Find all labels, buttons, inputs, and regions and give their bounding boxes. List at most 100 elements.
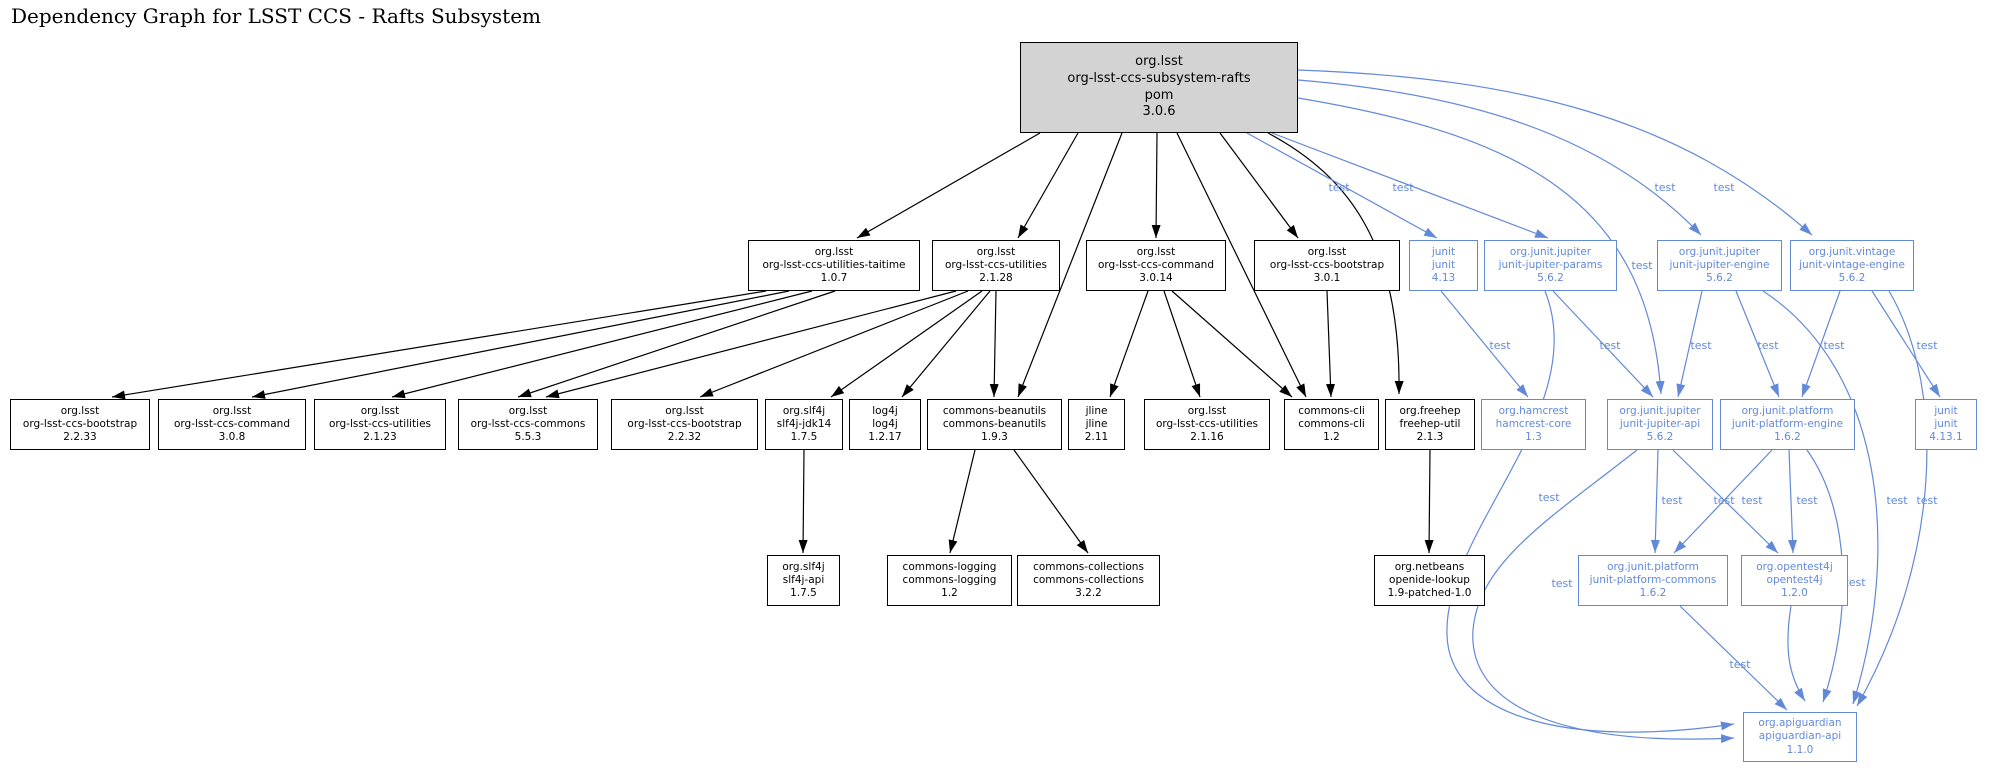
edge-label-engine562-japi: test: [1690, 339, 1712, 352]
node-commons553-group: org.lsst: [508, 404, 548, 417]
node-japi-group: org.junit.jupiter: [1619, 404, 1701, 417]
node-hamcrest-artifact: hamcrest-core: [1495, 417, 1572, 430]
node-ccollections-group: commons-collections: [1033, 560, 1144, 573]
edge-root-beanutils: [1017, 132, 1123, 398]
node-hamcrest-group: org.hamcrest: [1498, 404, 1569, 417]
node-ccollections-artifact: commons-collections: [1033, 573, 1144, 586]
node-jline-version: 2.11: [1084, 431, 1109, 444]
edge-root-taitime: [856, 132, 1041, 239]
edge-root-engine562: [1297, 79, 1702, 236]
edge-label-junit413-hamcrest: test: [1489, 339, 1511, 352]
node-slf4japi-version: 1.7.5: [790, 587, 817, 600]
node-openide-version: 1.9-patched-1.0: [1387, 587, 1472, 600]
edge-japi-pcommons: [1650, 449, 1660, 554]
edge-vintage-junit4131: [1871, 290, 1941, 398]
edge-label-root-junit413: test: [1328, 181, 1350, 194]
edge-label-engine562-apiguardian: test: [1886, 494, 1908, 507]
edge-label-pengine-apiguardian: test: [1844, 576, 1866, 589]
node-beanutils-version: 1.9.3: [981, 431, 1008, 444]
node-boot301-version: 3.0.1: [1313, 272, 1341, 285]
node-apiguardian-version: 1.1.0: [1786, 743, 1814, 756]
edge-beanutils-ccollections: [1013, 449, 1089, 554]
node-util2116-artifact: org-lsst-ccs-utilities: [1155, 417, 1259, 430]
node-boot2232-artifact: org-lsst-ccs-bootstrap: [627, 417, 742, 430]
edge-util2128-commons553: [545, 290, 957, 399]
edge-util2128-beanutils: [989, 290, 999, 398]
edge-label-pengine-opentest: test: [1796, 494, 1818, 507]
node-vintage-group: org.junit.vintage: [1808, 245, 1896, 258]
edge-beanutils-clogging: [948, 449, 976, 554]
edge-pengine-opentest: [1787, 449, 1797, 554]
edge-root-vintage: [1297, 69, 1813, 236]
page-title: Dependency Graph for LSST CCS - Rafts Su…: [11, 4, 541, 28]
edge-root-freehep: [1267, 132, 1404, 395]
node-pengine-version: 1.6.2: [1774, 431, 1801, 444]
edge-slf4jjdk-slf4japi: [798, 449, 808, 554]
edge-util2128-boot2232: [699, 290, 969, 398]
node-junit4131-artifact: junit: [1934, 417, 1958, 430]
edge-label-params-japi: test: [1599, 339, 1621, 352]
node-cmd3014-artifact: org-lsst-ccs-command: [1098, 258, 1214, 271]
node-opentest-artifact: opentest4j: [1766, 573, 1823, 586]
node-util2123-artifact: org-lsst-ccs-utilities: [328, 417, 432, 430]
edge-root-boot301: [1219, 132, 1299, 239]
edge-root-params: [1271, 132, 1549, 239]
node-util2128-artifact: org-lsst-ccs-utilities: [944, 258, 1048, 271]
node-boot2233-group: org.lsst: [60, 404, 100, 417]
edge-root-junit413: [1246, 132, 1438, 239]
edge-cmd3014-util2116: [1163, 290, 1201, 398]
edge-taitime-util2123: [391, 290, 813, 399]
node-util2123-group: org.lsst: [360, 404, 400, 417]
node-pengine-group: org.junit.platform: [1741, 404, 1834, 417]
node-junit413-artifact: junit: [1431, 258, 1456, 271]
edge-engine562-japi: [1676, 290, 1703, 398]
node-root-packaging: pom: [1144, 87, 1174, 103]
node-commons553-version: 5.5.3: [514, 431, 542, 444]
node-engine562-group: org.junit.jupiter: [1678, 245, 1761, 258]
node-opentest-group: org.opentest4j: [1756, 560, 1833, 573]
node-taitime-group: org.lsst: [814, 245, 854, 258]
node-japi-artifact: junit-jupiter-api: [1619, 417, 1701, 430]
edge-vintage-pengine: [1801, 290, 1841, 398]
node-root-group: org.lsst: [1135, 53, 1183, 69]
edge-junit413-hamcrest: [1440, 290, 1529, 398]
node-freehep-group: org.freehep: [1399, 404, 1461, 417]
node-slf4japi-group: org.slf4j: [782, 560, 825, 573]
node-clogging-artifact: commons-logging: [902, 573, 997, 586]
node-apiguardian-group: org.apiguardian: [1758, 717, 1842, 730]
node-boot2233-version: 2.2.33: [63, 431, 97, 444]
node-junit4131-version: 4.13.1: [1929, 431, 1963, 444]
node-pengine-artifact: junit-platform-engine: [1731, 417, 1844, 430]
node-clogging-group: commons-logging: [902, 560, 997, 573]
edge-taitime-commons553: [517, 290, 836, 398]
edge-label-root-engine562: test: [1654, 181, 1676, 194]
node-jline-group: jline: [1085, 404, 1108, 417]
node-slf4jjdk-group: org.slf4j: [782, 404, 826, 417]
edge-label-params-apiguardian: test: [1538, 491, 1560, 504]
edge-label-pcommons-apiguardian: test: [1729, 658, 1751, 671]
node-root-artifact: org-lsst-ccs-subsystem-rafts: [1067, 70, 1251, 86]
node-junit413-version: 4.13: [1431, 272, 1456, 285]
node-engine562-artifact: junit-jupiter-engine: [1669, 258, 1770, 271]
node-cmd308-group: org.lsst: [212, 404, 252, 417]
edge-japi-apiguardian: [1472, 449, 1735, 744]
node-cmd308-version: 3.0.8: [218, 431, 246, 444]
edge-opentest-apiguardian: [1787, 605, 1806, 702]
edge-label-engine562-pengine: test: [1757, 339, 1779, 352]
